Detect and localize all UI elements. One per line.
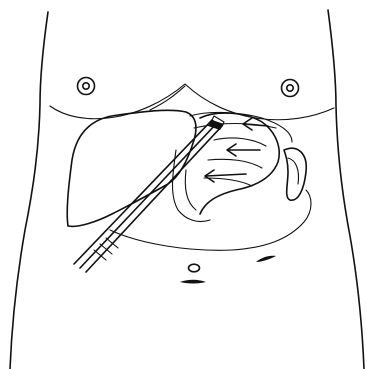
scar-marks (180, 256, 276, 284)
right-nipple (282, 80, 299, 97)
spleen (284, 148, 306, 200)
liver (67, 110, 292, 226)
middle-arrow (227, 144, 260, 156)
torso-outline (10, 10, 364, 369)
laparoscopic-retractor-instrument (74, 116, 224, 272)
left-nipple (78, 78, 95, 95)
costal-margin (50, 84, 334, 120)
umbilicus (189, 264, 200, 272)
lower-arrow (205, 170, 246, 182)
